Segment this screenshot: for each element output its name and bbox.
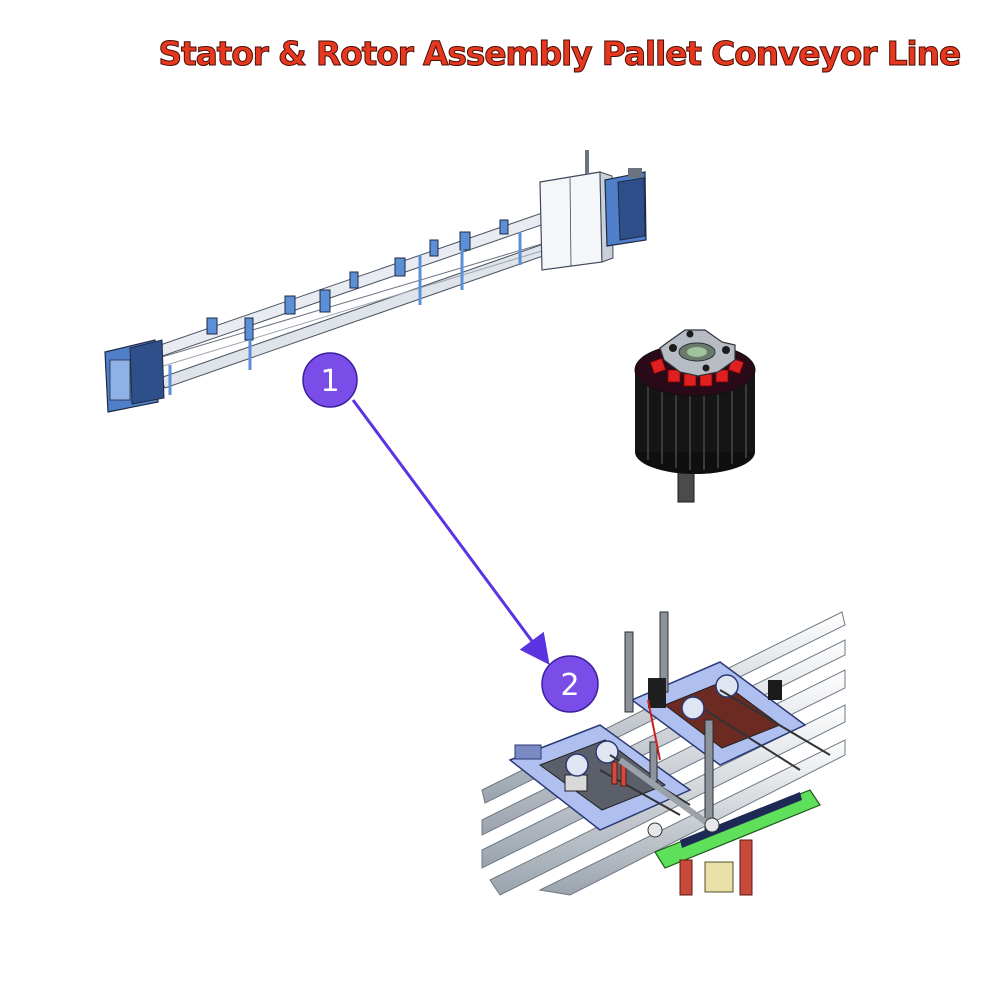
rotor-illustration (634, 329, 756, 503)
pallet-detail-view (481, 611, 846, 896)
page-title: Stator & Rotor Assembly Pallet Conveyor … (158, 34, 962, 74)
callout-2-label: 2 (560, 668, 579, 703)
conveyor-line-overview (104, 150, 647, 413)
callout-arrow (351, 399, 550, 665)
callout-1-label: 1 (320, 364, 339, 399)
callout-1: 1 (302, 352, 358, 408)
callout-2: 2 (541, 655, 599, 713)
